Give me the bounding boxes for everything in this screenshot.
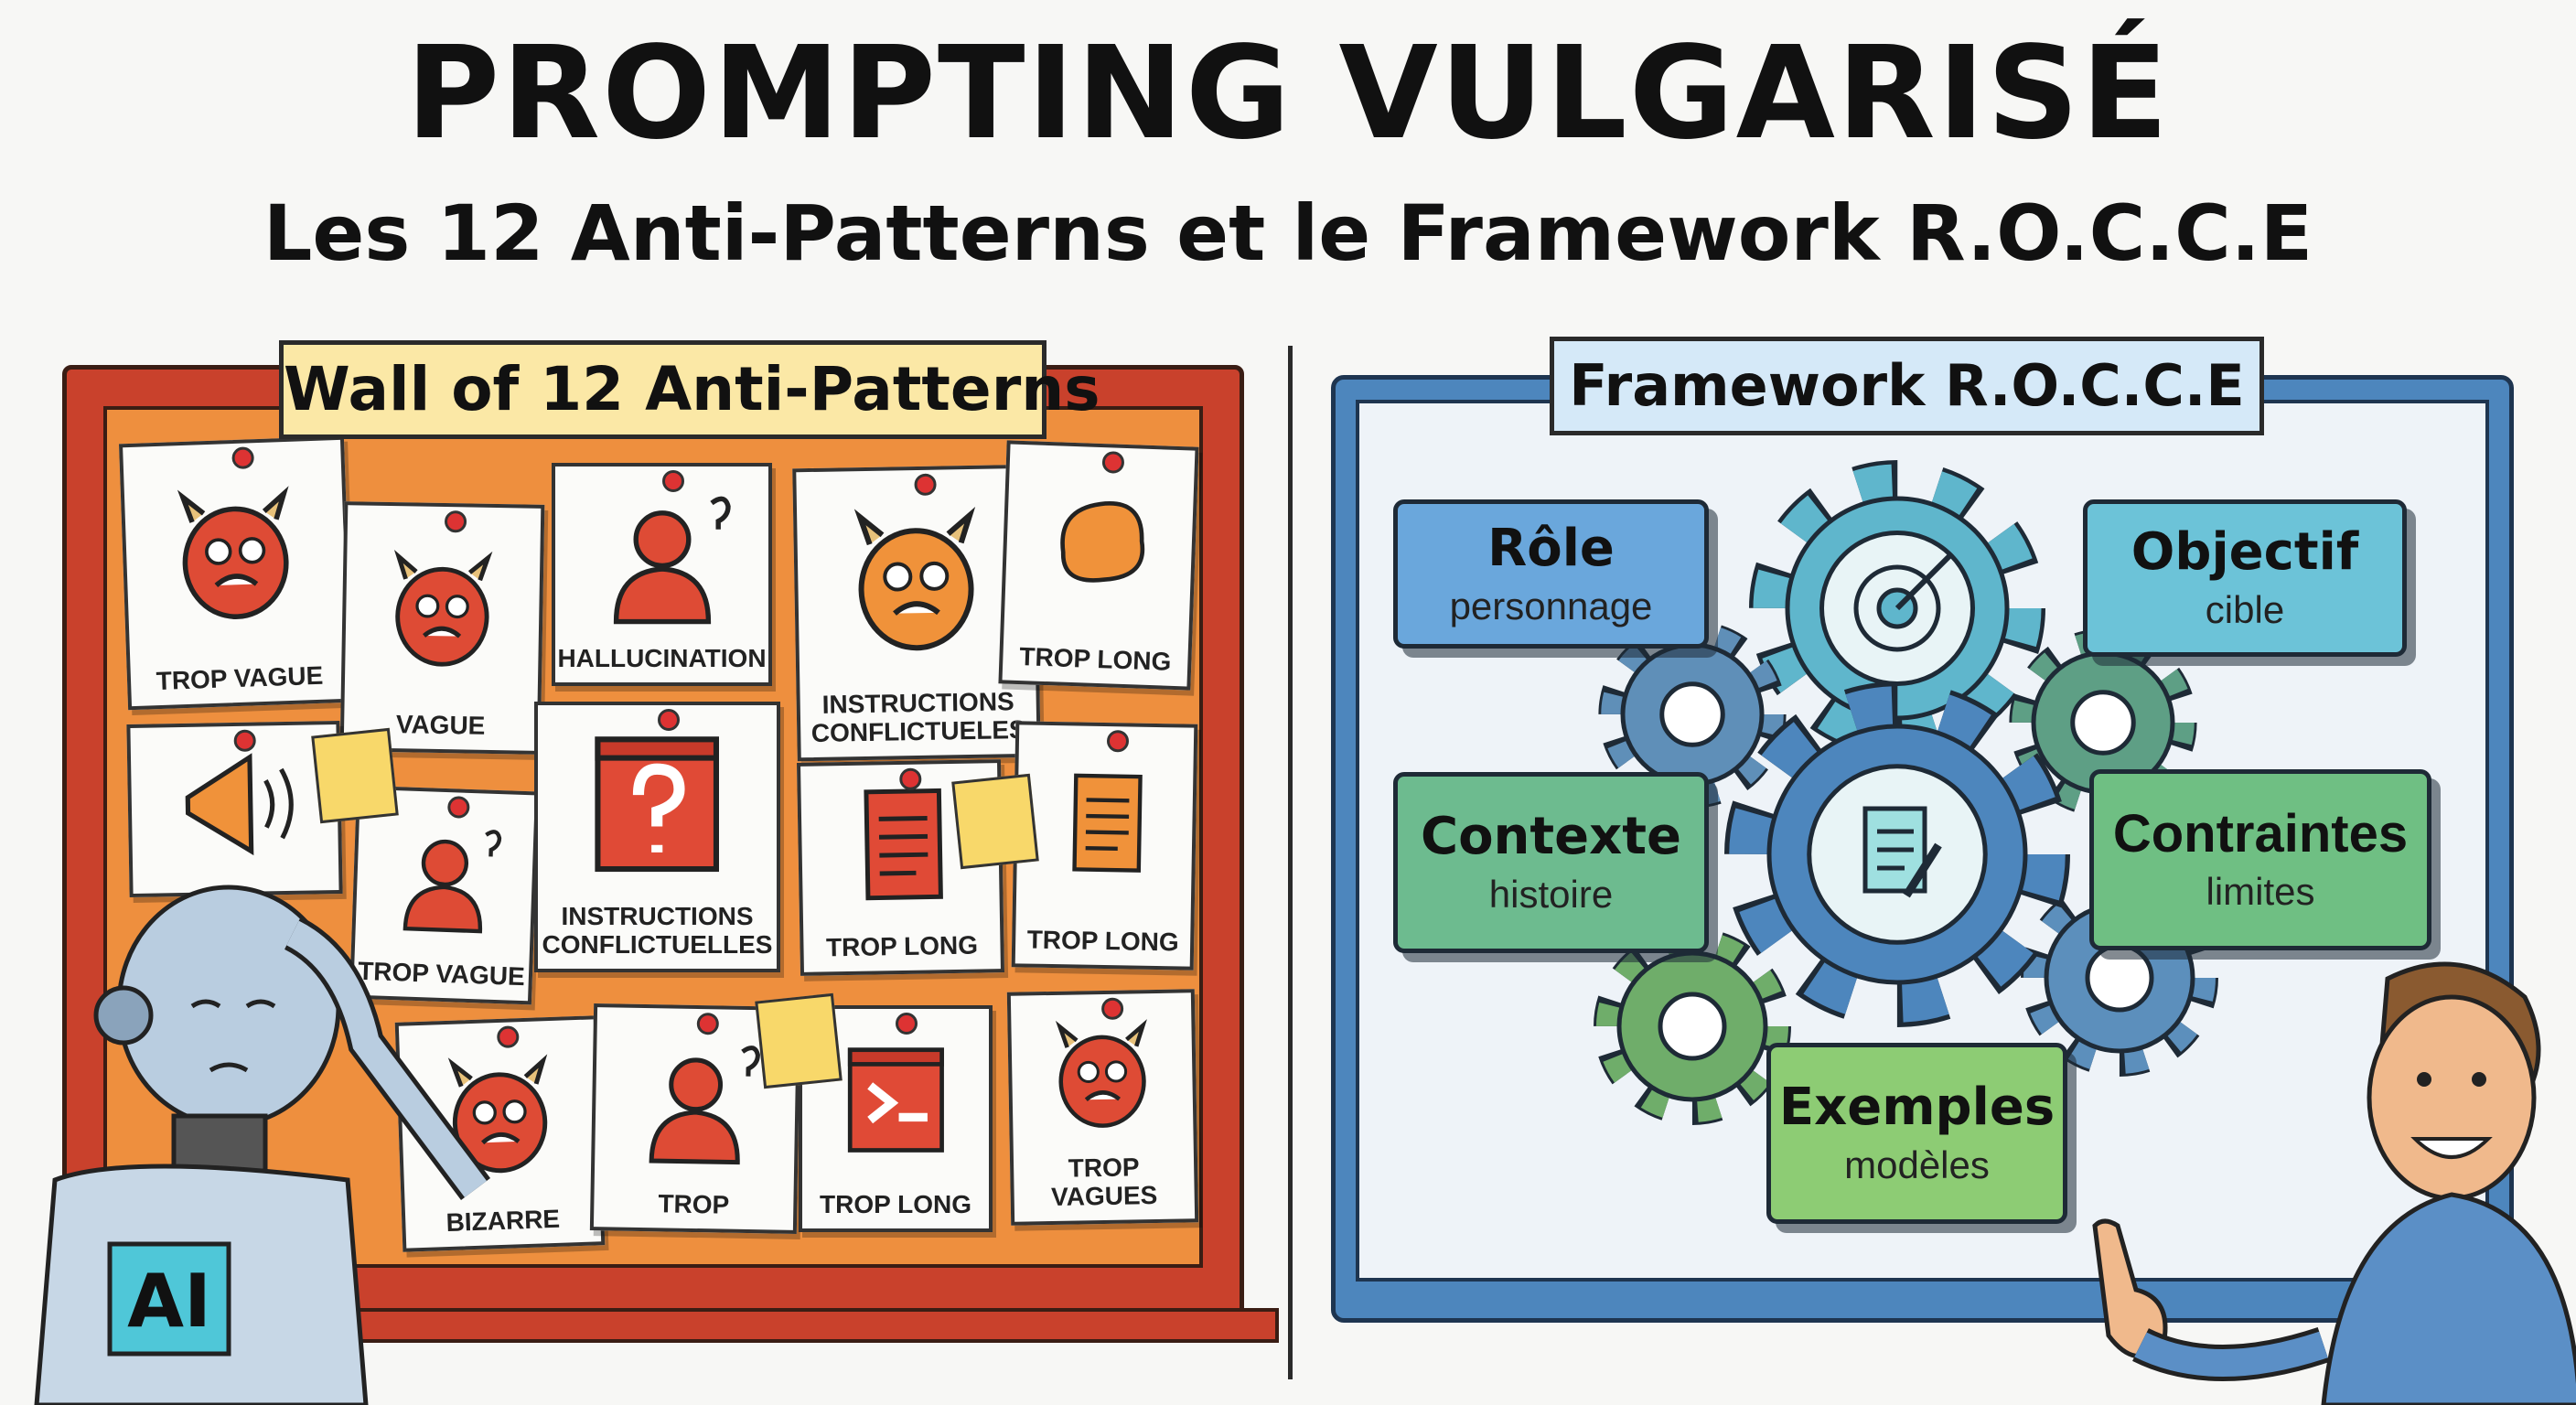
anti-pattern-card: INSTRUCTIONS CONFLICTUELES: [792, 464, 1041, 762]
long-document-icon: [1072, 773, 1143, 873]
target-gear-icon: [1749, 460, 2045, 756]
framework-item-contexte: Contexte histoire: [1393, 772, 1709, 953]
stressed-person-icon: [649, 1046, 760, 1165]
card-label: TROP VAGUE: [156, 660, 324, 696]
megaphone-icon: [185, 753, 294, 856]
exemples-title: Exemples: [1778, 1078, 2055, 1137]
card-label: VAGUE: [395, 710, 486, 741]
board-tray: [357, 1308, 1279, 1343]
role-subtitle: personnage: [1449, 584, 1653, 627]
pushpin-icon: [232, 729, 256, 753]
confused-person-icon: [613, 496, 731, 625]
pushpin-icon: [444, 510, 467, 533]
document-arrows-icon: [864, 788, 943, 901]
framework-item-exemples: Exemples modèles: [1766, 1043, 2067, 1224]
objectif-title: Objectif: [2131, 522, 2359, 582]
role-title: Rôle: [1487, 518, 1615, 578]
question-window-icon: [595, 736, 720, 873]
framework-item-role: Rôle personnage: [1393, 499, 1709, 649]
thought-cloud-icon: [1060, 501, 1145, 583]
anti-pattern-card: TROP VAGUE: [349, 785, 540, 1005]
card-label: INSTRUCTIONS CONFLICTUELLES: [542, 902, 773, 960]
anti-pattern-card: TROP: [589, 1003, 801, 1234]
anti-pattern-card: TROP LONG: [998, 440, 1199, 691]
sticky-note: [311, 727, 399, 824]
framework-label: Framework R.O.C.C.E: [1550, 337, 2264, 435]
pushpin-icon: [657, 709, 680, 731]
framework-item-contraintes: Contraintes limites: [2089, 769, 2431, 950]
pushpin-icon: [496, 1025, 520, 1049]
card-label: TROP: [658, 1189, 730, 1219]
angry-monster-icon: [177, 486, 289, 619]
objectif-subtitle: cible: [2205, 588, 2285, 631]
contraintes-subtitle: limites: [2206, 870, 2315, 913]
panel-divider: [1288, 346, 1293, 1379]
card-label: TROP VAGUES: [1050, 1153, 1158, 1212]
gear-icon: [1598, 620, 1787, 809]
page-title: PROMPTING VULGARISÉ: [405, 19, 2171, 168]
pushpin-icon: [1100, 997, 1123, 1021]
shrugging-person-icon: [402, 830, 502, 934]
anti-pattern-card: BIZARRE: [394, 1015, 606, 1252]
weird-monster-icon: [447, 1054, 547, 1174]
pushpin-icon: [896, 1013, 918, 1035]
anti-pattern-card: TROP VAGUES: [1006, 989, 1199, 1226]
card-label: TROP LONG: [1018, 642, 1172, 677]
confused-robot-illustration: AI: [34, 885, 490, 1405]
card-label: INSTRUCTIONS CONFLICTUELES: [810, 687, 1026, 748]
pushpin-icon: [1106, 730, 1129, 753]
sticky-note: [951, 773, 1039, 870]
chat-window-icon: [847, 1047, 944, 1153]
orange-monster-icon: [853, 507, 976, 651]
tentacle-monster-icon: [394, 549, 493, 667]
card-label: TROP LONG: [820, 1190, 971, 1219]
pointing-man-illustration: [2092, 961, 2576, 1405]
small-monster-icon: [1055, 1019, 1147, 1128]
framework-item-objectif: Objectif cible: [2083, 499, 2407, 657]
anti-pattern-card: TROP LONG: [1011, 721, 1198, 971]
exemples-subtitle: modèles: [1844, 1143, 1990, 1186]
pushpin-icon: [661, 470, 684, 492]
anti-pattern-card: HALLUCINATION: [552, 463, 772, 686]
card-label: TROP LONG: [1026, 925, 1179, 957]
document-gear-icon: [1724, 681, 2070, 1027]
pushpin-icon: [898, 767, 922, 791]
contexte-subtitle: histoire: [1488, 873, 1614, 916]
contraintes-title: Contraintes: [2112, 804, 2409, 863]
anti-pattern-card: TROP LONG: [796, 759, 1005, 976]
card-label: HALLUCINATION: [557, 644, 767, 673]
anti-pattern-card: INSTRUCTIONS CONFLICTUELLES: [534, 702, 780, 972]
anti-pattern-card: TROP VAGUE: [118, 435, 354, 711]
pushpin-icon: [446, 796, 470, 819]
contexte-title: Contexte: [1420, 807, 1682, 866]
card-label: TROP LONG: [825, 930, 979, 962]
page-subtitle: Les 12 Anti-Patterns et le Framework R.O…: [263, 188, 2313, 278]
gear-icon: [1594, 928, 1791, 1125]
gears-diagram: [1594, 460, 2218, 1125]
anti-pattern-card: VAGUE: [339, 501, 545, 755]
sticky-note: [755, 992, 843, 1089]
wall-label: Wall of 12 Anti-Patterns: [279, 340, 1100, 439]
robot-ai-badge: AI: [127, 1259, 211, 1344]
anti-pattern-card: [126, 720, 343, 898]
